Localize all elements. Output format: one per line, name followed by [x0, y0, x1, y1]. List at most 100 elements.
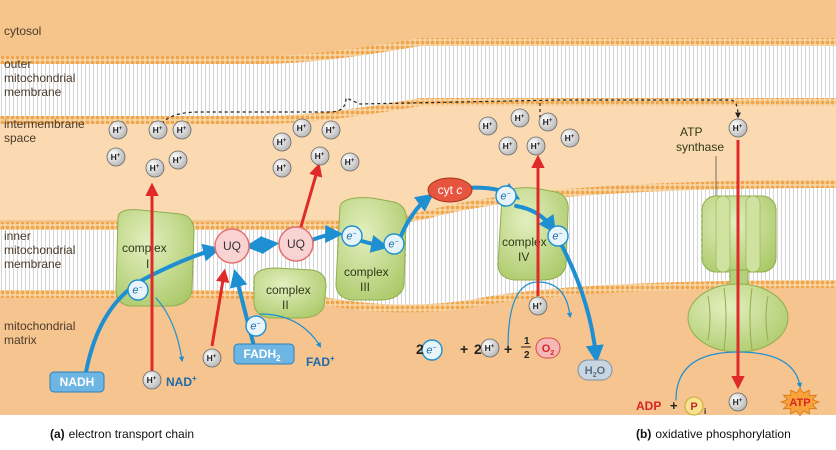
svg-text:e−: e− [552, 231, 562, 243]
svg-text:H+: H+ [111, 152, 121, 162]
svg-text:e−: e− [426, 345, 436, 357]
eq-two-a: 2 [416, 341, 424, 357]
caption-b: (b)oxidative phosphorylation [636, 427, 791, 441]
uq-label-2: UQ [287, 237, 305, 251]
uq-carrier-1: UQ [214, 228, 250, 264]
fadh2-label: FADH2 [243, 347, 281, 363]
proton-h-plus: H+ [142, 370, 162, 390]
svg-text:e−: e− [250, 321, 260, 333]
cytochrome-c: cyt c [427, 177, 473, 203]
svg-text:H+: H+ [297, 123, 307, 133]
complex-iv-num: IV [518, 250, 529, 264]
nadh-box: NADH [49, 371, 105, 393]
electron: e− [341, 225, 363, 247]
caption-a: (a)electron transport chain [50, 427, 194, 441]
proton-h-plus: H+ [538, 112, 558, 132]
proton-gradient-path [161, 97, 741, 125]
proton-h-plus: H+ [202, 348, 222, 368]
water-equation: 2 + 2 + 1 2 O2 [416, 336, 561, 361]
protons: H+ H+ H+ H+ H+ H+ H+ H+ H+ H+ H+ H+ H+ H+ H+ H+ H+ H+ H+ H+… [106, 108, 748, 412]
proton-h-plus: H+ [272, 158, 292, 178]
eq-plus-b: + [504, 341, 512, 357]
uq-label-1: UQ [223, 239, 241, 253]
proton-h-plus: H+ [526, 136, 546, 156]
svg-text:H+: H+ [531, 141, 541, 151]
pi-sub: i [704, 407, 706, 416]
label-outer-2: mitochondrial [4, 71, 75, 85]
complex-iv: complex IV [497, 187, 569, 281]
label-inner-2: mitochondrial [4, 243, 75, 257]
svg-text:e−: e− [500, 191, 510, 203]
svg-text:H+: H+ [147, 375, 157, 385]
proton-h-plus: H+ [480, 338, 500, 358]
svg-text:H+: H+ [207, 353, 217, 363]
proton-h-plus: H+ [340, 152, 360, 172]
proton-h-plus: H+ [728, 118, 748, 138]
proton-h-plus: H+ [310, 146, 330, 166]
eq-plus-a: + [460, 341, 468, 357]
svg-text:e−: e− [132, 285, 142, 297]
svg-text:H+: H+ [315, 151, 325, 161]
outer-membrane [0, 38, 836, 124]
label-inner-1: inner [4, 229, 31, 243]
nad-label: NAD+ [166, 374, 197, 389]
svg-text:H+: H+ [533, 301, 543, 311]
svg-text:H+: H+ [483, 121, 493, 131]
atp-synthase-label-2: synthase [676, 140, 724, 154]
electron: e− [245, 315, 267, 337]
adp-plus: + [670, 398, 678, 413]
proton-h-plus: H+ [172, 120, 192, 140]
label-matrix-1: mitochondrial [4, 319, 75, 333]
pi-label: P [690, 401, 697, 413]
electron: e− [547, 225, 569, 247]
complex-iv-label: complex [502, 235, 547, 249]
svg-text:H+: H+ [150, 163, 160, 173]
atp-label: ATP [789, 397, 810, 409]
svg-text:H+: H+ [177, 125, 187, 135]
svg-text:H+: H+ [173, 155, 183, 165]
electron: e− [495, 185, 517, 207]
eq-half-den: 2 [524, 350, 530, 361]
fadh2-box: FADH2 [233, 343, 295, 365]
pi-badge: P i [684, 396, 706, 416]
complex-ii: complex II [253, 267, 327, 319]
atp-starburst: ATP [779, 387, 821, 417]
proton-h-plus: H+ [498, 136, 518, 156]
svg-text:H+: H+ [565, 133, 575, 143]
svg-text:H+: H+ [326, 125, 336, 135]
eq-half-num: 1 [524, 336, 530, 347]
proton-h-plus: H+ [528, 296, 548, 316]
svg-text:H+: H+ [345, 157, 355, 167]
proton-h-plus: H+ [145, 158, 165, 178]
proton-h-plus: H+ [510, 108, 530, 128]
proton-h-plus: H+ [321, 120, 341, 140]
svg-text:H+: H+ [733, 123, 743, 133]
cytc-label: cyt c [438, 183, 463, 197]
complex-i-label: complex [122, 241, 167, 255]
svg-text:H+: H+ [153, 125, 163, 135]
proton-flow [145, 140, 745, 390]
uq-carrier-2: UQ [278, 226, 314, 262]
proton-h-plus: H+ [148, 120, 168, 140]
electron: e− [421, 339, 443, 361]
electron: e− [383, 233, 405, 255]
svg-text:H+: H+ [113, 125, 123, 135]
label-inter-1: intermembrane [4, 117, 85, 131]
inner-membrane [0, 180, 836, 313]
svg-text:H+: H+ [515, 113, 525, 123]
atp-synthase-label-1: ATP [680, 125, 702, 139]
svg-text:H+: H+ [277, 137, 287, 147]
proton-h-plus: H+ [168, 150, 188, 170]
proton-h-plus: H+ [272, 132, 292, 152]
label-inter-2: space [4, 131, 36, 145]
electrons: e− e− e− e− e− e− e− [127, 185, 569, 361]
svg-text:H+: H+ [503, 141, 513, 151]
complex-i-num: I [146, 257, 149, 271]
eq-two-b: 2 [474, 341, 482, 357]
complex-ii-label: complex [266, 283, 311, 297]
nadh-label: NADH [60, 375, 95, 389]
svg-text:e−: e− [388, 239, 398, 251]
proton-h-plus: H+ [478, 116, 498, 136]
fad-label: FAD+ [306, 354, 335, 369]
